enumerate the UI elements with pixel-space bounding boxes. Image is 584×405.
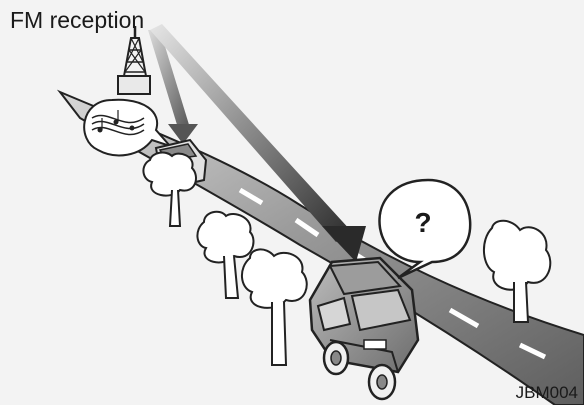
illustration-title: FM reception <box>10 7 144 33</box>
question-mark: ? <box>414 207 431 238</box>
figure-code: JBM004 <box>516 383 578 402</box>
